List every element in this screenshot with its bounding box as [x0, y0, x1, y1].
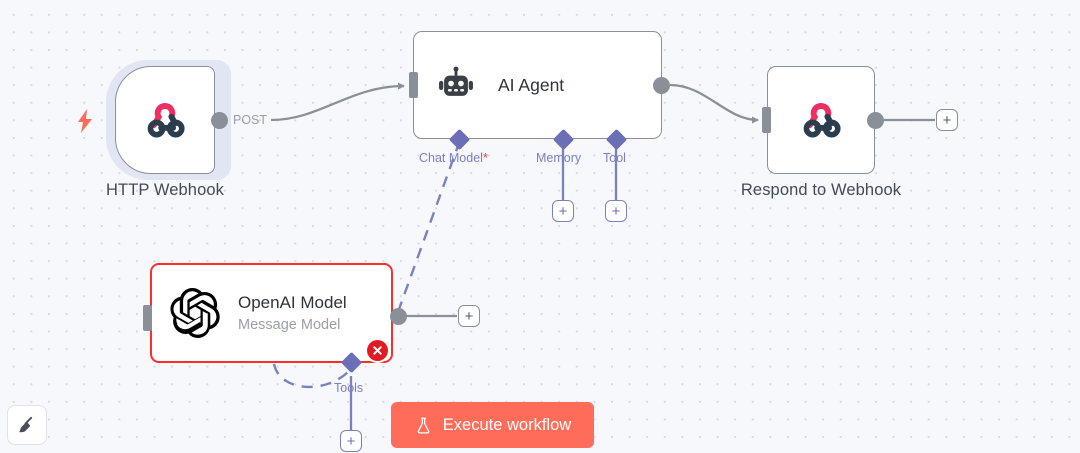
tidy-up-button[interactable] — [7, 405, 47, 445]
openai-model-subtitle: Message Model — [238, 316, 341, 333]
ai-agent-output-port[interactable] — [653, 77, 670, 94]
lightning-bolt-icon — [78, 109, 92, 133]
edge-webhook-to-agent — [270, 82, 405, 122]
ai-agent-tool-label: Tool — [603, 151, 626, 165]
node-ai-agent[interactable]: AI Agent — [413, 31, 662, 139]
ai-agent-chat-model-label: Chat Model* — [419, 151, 488, 165]
respond-to-webhook-input-port[interactable] — [762, 107, 771, 133]
openai-model-output-port[interactable] — [390, 308, 407, 325]
required-asterisk: * — [482, 151, 488, 165]
openai-model-tools-label: Tools — [334, 381, 364, 395]
node-http-webhook[interactable] — [115, 66, 215, 174]
openai-model-title: OpenAI Model — [238, 293, 347, 313]
http-webhook-output-label: POST — [233, 113, 268, 127]
add-node-after-openai-button[interactable]: + — [458, 305, 480, 327]
webhook-icon — [147, 103, 185, 138]
openai-model-input-port[interactable] — [143, 305, 152, 331]
add-openai-tools-button[interactable]: + — [340, 430, 362, 452]
ai-agent-memory-label: Memory — [536, 151, 582, 165]
add-node-after-respond-button[interactable]: + — [936, 109, 958, 131]
respond-to-webhook-caption: Respond to Webhook — [740, 181, 902, 199]
edge-openai-to-chat-model — [396, 142, 461, 313]
execute-workflow-label: Execute workflow — [442, 415, 572, 434]
add-memory-button[interactable]: + — [552, 200, 574, 222]
execute-workflow-button[interactable]: Execute workflow — [391, 402, 594, 448]
openai-icon — [170, 288, 220, 338]
broom-icon — [19, 416, 33, 433]
http-webhook-caption: HTTP Webhook — [106, 181, 224, 199]
error-x-icon — [373, 346, 382, 355]
webhook-icon — [803, 103, 841, 138]
ai-agent-input-port[interactable] — [409, 72, 418, 98]
http-webhook-output-port[interactable] — [211, 112, 228, 129]
chat-model-label-text: Chat Model — [419, 151, 483, 165]
add-tool-button[interactable]: + — [605, 200, 627, 222]
ai-agent-title: AI Agent — [498, 74, 565, 95]
respond-to-webhook-output-port[interactable] — [867, 112, 884, 129]
flask-icon — [417, 417, 430, 433]
edge-agent-to-respond — [669, 83, 759, 124]
node-openai-model[interactable]: OpenAI Model Message Model — [150, 263, 393, 363]
robot-icon — [439, 66, 473, 96]
openai-model-error-badge[interactable] — [367, 340, 388, 361]
node-respond-to-webhook[interactable] — [767, 66, 875, 174]
